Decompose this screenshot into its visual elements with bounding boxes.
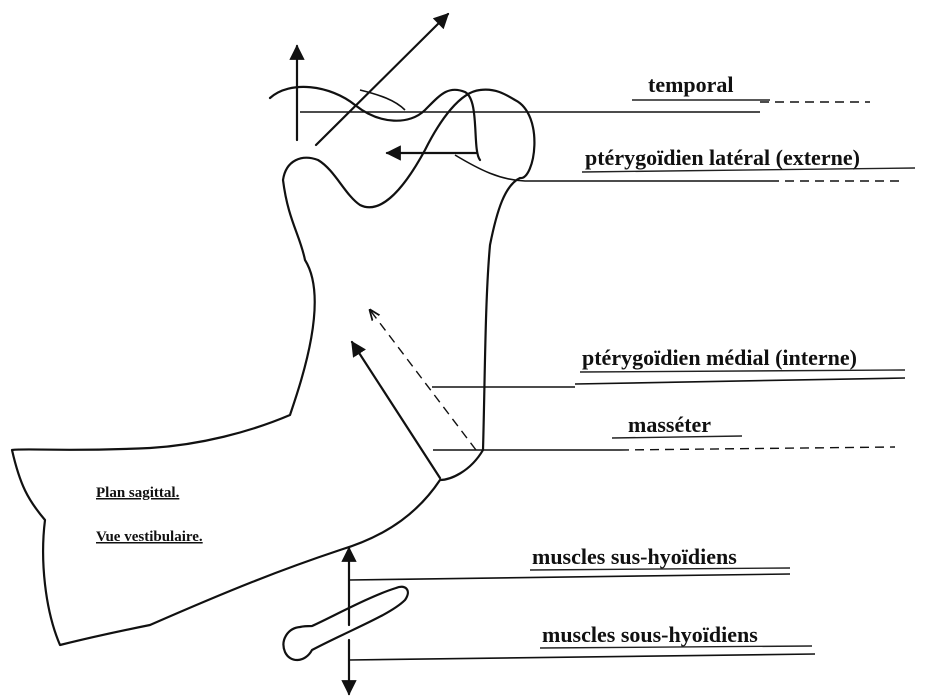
condyle-outline <box>360 90 405 110</box>
mandible-outline <box>12 90 534 645</box>
pterygoid-medial-leader-ext <box>575 378 905 384</box>
masseter-arrow <box>352 342 440 478</box>
label-sus-hyoidiens: muscles sus-hyoïdiens <box>532 544 737 569</box>
label-pterygoid-medial: ptérygoïdien médial (interne) <box>582 345 857 370</box>
label-sous-hyoidiens: muscles sous-hyoïdiens <box>542 622 758 647</box>
label-temporal: temporal <box>648 72 734 97</box>
masseter-leader-dash <box>620 447 895 450</box>
label-pterygoid-lateral: ptérygoïdien latéral (externe) <box>585 145 860 170</box>
sous-hyoid-leader <box>349 654 815 660</box>
caption-vue: Vue vestibulaire. <box>96 529 203 545</box>
sus-hyoid-leader <box>349 574 790 580</box>
label-masseter: masséter <box>628 412 711 437</box>
temporal-wavy-line <box>270 87 480 160</box>
hyoid-bone <box>283 587 407 660</box>
caption-plan: Plan sagittal. <box>96 485 180 501</box>
temporal-oblique-arrow <box>316 14 448 145</box>
pterygoid-medial-dashed-arrow <box>370 310 476 450</box>
